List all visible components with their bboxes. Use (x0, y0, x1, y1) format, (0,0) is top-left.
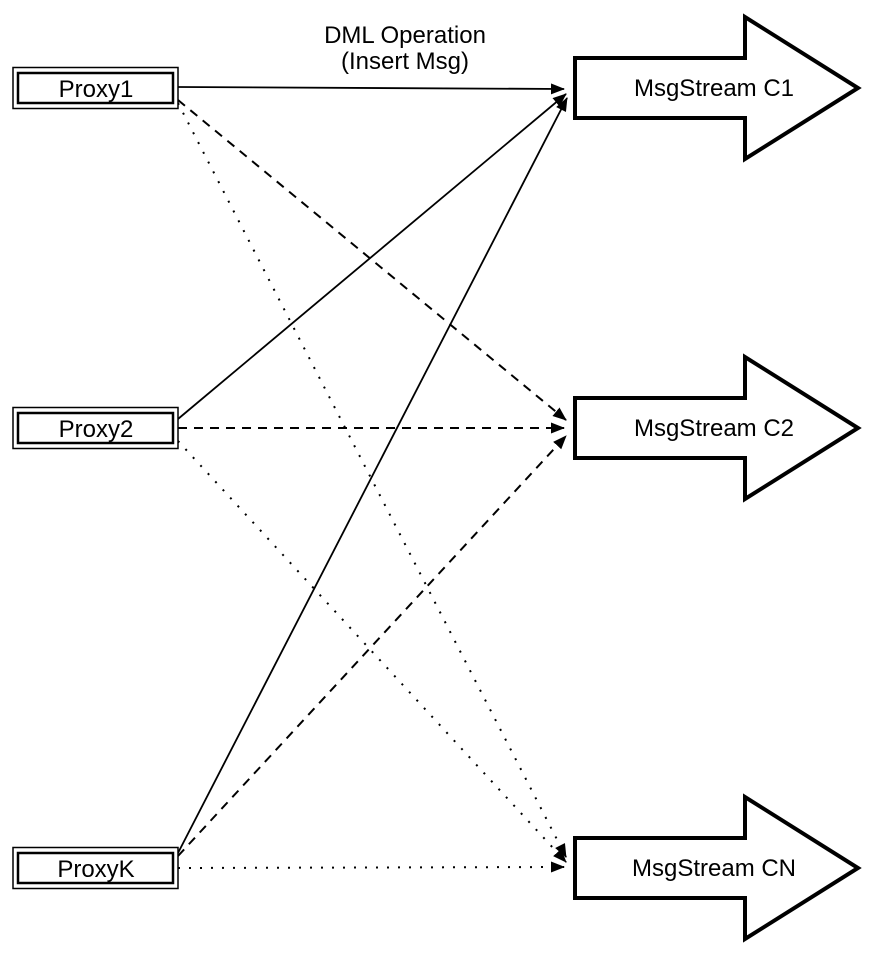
edge-proxyk-to-c2 (177, 435, 567, 857)
edge-proxy2-to-c1 (177, 93, 567, 420)
proxy2-node: Proxy2 (12, 406, 179, 450)
msgstream-c2-arrow-shape (573, 353, 862, 503)
msgstream-c2-label: MsgStream C2 (634, 415, 794, 442)
msgstream-cn-arrow-shape (573, 793, 862, 943)
edge-proxy1-to-c1 (177, 83, 565, 95)
proxy1-node: Proxy1 (12, 66, 179, 110)
edge-proxy2-to-cn (177, 440, 567, 863)
proxy2-label: Proxy2 (59, 416, 134, 443)
edge-proxy1-to-cn (177, 102, 567, 858)
proxyk-box-inner (16, 851, 175, 885)
edge-proxy1-to-c2 (177, 99, 567, 421)
edge-proxyk-to-c1 (177, 97, 568, 854)
proxy1-box-inner (16, 71, 175, 105)
annotation-line1: DML Operation (324, 22, 486, 49)
annotation-line2: (Insert Msg) (341, 48, 469, 75)
msgstream-cn-node: MsgStream CN (573, 793, 862, 943)
proxy1-label: Proxy1 (59, 76, 134, 103)
edge-proxyk-to-cn (177, 861, 565, 873)
proxyk-label: ProxyK (57, 856, 134, 883)
msgstream-c2-node: MsgStream C2 (573, 353, 862, 503)
msgstream-cn-label: MsgStream CN (632, 855, 796, 882)
msgstream-c1-label: MsgStream C1 (634, 75, 794, 102)
proxy2-box-inner (16, 411, 175, 445)
msgstream-c1-node: MsgStream C1 (573, 13, 862, 163)
proxyk-node: ProxyK (12, 846, 179, 890)
msgstream-c1-arrow-shape (573, 13, 862, 163)
